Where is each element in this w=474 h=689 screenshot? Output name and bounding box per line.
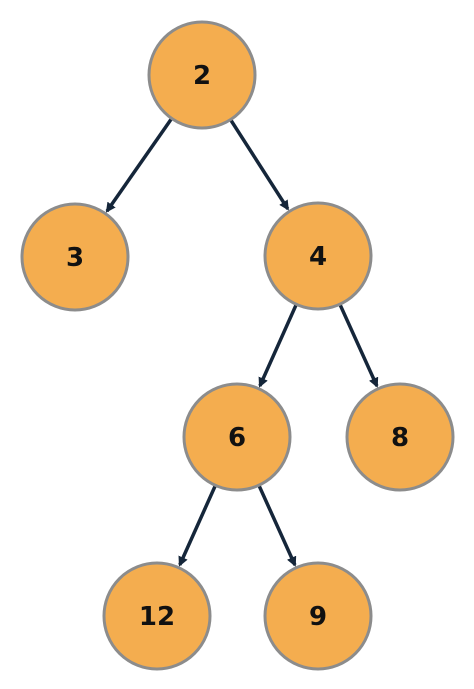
node-label: 6 — [228, 423, 246, 453]
node-circle — [263, 201, 373, 311]
tree-node-6: 6 — [182, 382, 292, 492]
node-circle — [20, 202, 130, 312]
edge-arrow-6-to-9 — [257, 485, 297, 567]
tree-node-4: 4 — [263, 201, 373, 311]
node-circle — [263, 561, 373, 671]
nodes-layer: 2 3 4 6 8 12 9 — [20, 20, 455, 671]
node-label: 4 — [309, 242, 327, 272]
tree-node-12: 12 — [102, 561, 212, 671]
tree-node-2: 2 — [147, 20, 257, 130]
tree-node-9: 9 — [263, 561, 373, 671]
tree-node-8: 8 — [345, 382, 455, 492]
edge-arrow-6-to-12 — [178, 485, 217, 567]
node-circle — [182, 382, 292, 492]
node-label: 12 — [139, 602, 175, 632]
node-label: 3 — [66, 243, 84, 273]
node-label: 8 — [391, 423, 409, 453]
node-label: 2 — [193, 61, 211, 91]
edge-arrow-4-to-6 — [258, 304, 298, 388]
edges-layer — [105, 118, 379, 567]
edge-arrow-2-to-4 — [229, 119, 290, 211]
tree-node-3: 3 — [20, 202, 130, 312]
edge-arrow-4-to-8 — [338, 304, 379, 388]
node-circle — [102, 561, 212, 671]
node-circle — [345, 382, 455, 492]
node-circle — [147, 20, 257, 130]
edge-arrow-2-to-3 — [105, 118, 173, 213]
node-label: 9 — [309, 602, 327, 632]
